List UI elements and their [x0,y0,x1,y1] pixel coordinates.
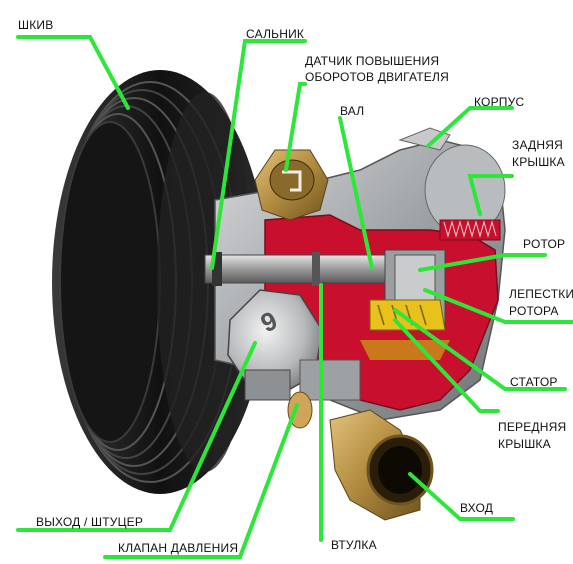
label-shaft: ВАЛ [340,104,365,118]
label-outlet: ВЫХОД / ШТУЦЕР [36,515,144,529]
leader-shaft [338,116,374,270]
leader-outlet [16,341,257,532]
outlet-fitting [227,289,323,401]
label-front-cover-line2: КРЫШКА [498,437,551,451]
speed-sensor [254,149,329,221]
leader-pulley [16,35,130,110]
inlet-pipe [329,409,434,521]
label-bushing: ВТУЛКА [331,538,377,552]
drive-shaft [204,252,406,286]
label-sensor-line1: ДАТЧИК ПОВЫШЕНИЯ [305,54,440,68]
label-vanes-line1: ЛЕПЕСТКИ [509,287,573,301]
leader-housing [426,106,514,148]
leader-valve [103,403,299,559]
pulley [52,70,268,494]
label-seal: САЛЬНИК [246,27,305,41]
label-rotor: РОТОР [523,237,566,251]
leader-rotor [418,253,547,272]
label-pulley: ШКИВ [18,18,54,32]
label-vanes-line2: РОТОРА [509,304,559,318]
leader-front-cover [393,318,500,413]
label-housing: КОРПУС [474,95,525,109]
leader-rear-cover [467,174,514,216]
label-rear-cover-line2: КРЫШКА [512,155,565,169]
leader-sensor [284,82,307,172]
label-sensor-line2: ОБОРОТОВ ДВИГАТЕЛЯ [305,70,449,84]
leader-vanes [423,288,573,324]
leader-inlet [408,472,515,521]
pressure-valve-body [287,359,361,429]
label-stator: СТАТОР [510,375,558,389]
label-pressure-valve: КЛАПАН ДАВЛЕНИЯ [118,541,239,555]
label-front-cover-line1: ПЕРЕДНЯЯ [498,420,567,434]
label-inlet: ВХОД [460,501,494,515]
leader-stator [393,308,567,391]
label-rear-cover-line1: ЗАДНЯЯ [512,138,563,152]
leader-seal [210,39,307,270]
leader-lines [16,35,573,559]
